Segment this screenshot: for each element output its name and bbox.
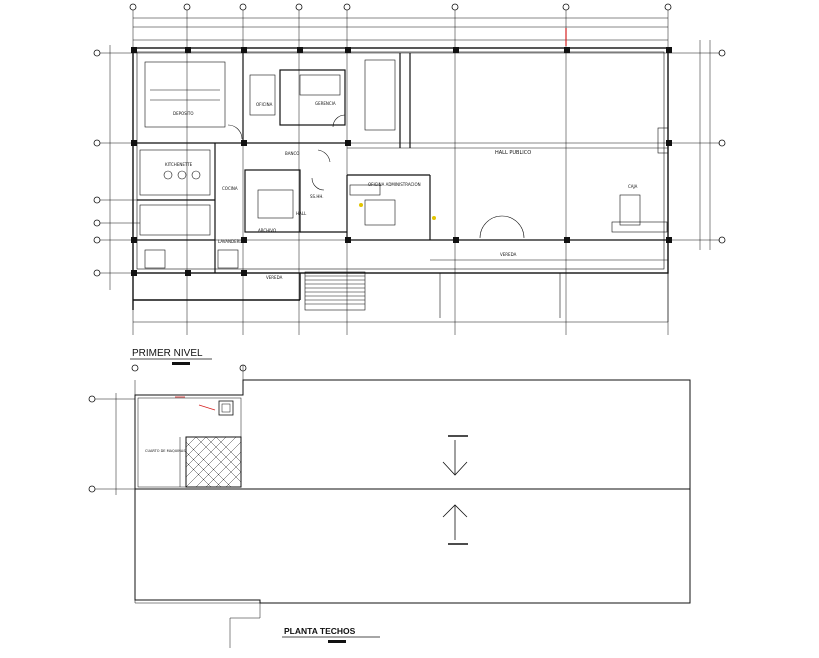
label-ss-hh: SS.HH. [310,194,324,199]
exterior-walls [132,39,669,323]
label-oficina: OFICINA [256,102,273,107]
interior-walls [137,53,668,273]
primer-nivel-scale-bar [172,362,190,365]
label-gerencia: GERENCIA [315,101,336,106]
room-labels: HALL PUBLICO OFICINA ADMINISTRACION VERE… [165,101,638,280]
label-oficina-administracion: OFICINA ADMINISTRACION [368,182,421,187]
planta-techos-plan [88,364,691,648]
door-swings [227,114,525,239]
yellow-accent-marker-1 [359,203,363,207]
label-lavanderia: LAVANDERIA [218,239,244,244]
roof-slope-arrow-down [442,440,468,476]
primer-nivel-title: PRIMER NIVEL [132,348,203,359]
furniture [139,59,669,269]
label-hall: HALL [296,211,307,216]
machine-room-annotation: CUARTO DE MAQUINAS [145,449,186,453]
planta-techos-title: PLANTA TECHOS [284,626,356,636]
label-cocina: COCINA [222,186,238,191]
grid-bubbles-top [129,3,672,11]
label-kitchenette: KITCHENETTE [165,162,193,167]
label-vereda-upper: VEREDA [266,275,283,280]
machine-room-hatch [185,436,242,488]
label-caja: CAJA [628,184,638,189]
label-hall-publico: HALL PUBLICO [495,150,531,156]
label-banco: BANCO [285,151,299,156]
grid-bubbles-right [718,49,726,244]
yellow-accent-marker-2 [432,216,436,220]
access-stair [304,259,668,318]
dimension-lines-right [699,40,711,250]
columns [131,47,672,276]
label-vereda-lower: VEREDA [500,252,517,257]
red-accent-techos [198,404,216,411]
primer-nivel-plan: HALL PUBLICO OFICINA ADMINISTRACION VERE… [93,3,726,335]
label-deposito: DEPOSITO [173,111,193,116]
grid-bubbles-left [93,49,101,277]
roof-slope-arrow-up [442,504,468,540]
label-archivo: ARCHIVO [258,228,276,233]
planta-techos-scale-bar [328,640,346,643]
